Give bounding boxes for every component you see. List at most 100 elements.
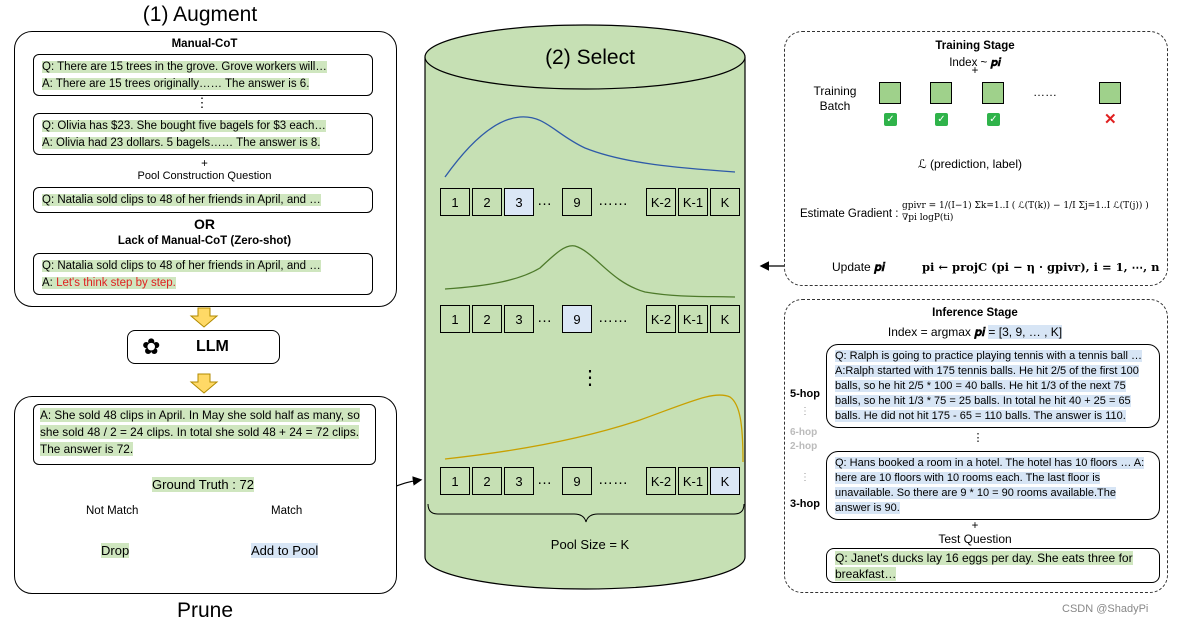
- pool-ellipsis-long: ……: [598, 309, 628, 326]
- example-1-answer: A: There are 15 trees originally…… The a…: [42, 78, 310, 90]
- pool-cell: 1: [440, 305, 470, 333]
- batch-label-line2: Batch: [819, 99, 851, 113]
- pool-size-label: Pool Size = K: [550, 537, 630, 552]
- loss-label: ℒ (prediction, label): [917, 157, 1023, 171]
- pool-ellipsis-long: ……: [598, 192, 628, 209]
- pool-construction-label: Pool Construction Question: [137, 170, 272, 182]
- match-label: Match: [271, 505, 303, 517]
- zero-shot-question: Q: Natalia sold clips to 48 of her frien…: [42, 260, 321, 272]
- drop-label: Drop: [101, 543, 130, 558]
- pool-ellipsis: …: [537, 309, 552, 326]
- pool-cell: 9: [562, 467, 592, 495]
- pool-cell: 2: [472, 305, 502, 333]
- check-icon: ✓: [884, 113, 897, 126]
- batch-item: [1099, 82, 1121, 104]
- distribution-curve-3: [444, 394, 744, 463]
- hop-label-2: 2-hop: [790, 441, 818, 452]
- batch-label-line1: Training: [813, 84, 857, 98]
- pool-ellipsis: …: [537, 471, 552, 488]
- pool-cell: K-1: [678, 188, 708, 216]
- pool-cell: 9: [562, 188, 592, 216]
- hop-vdots: ⋮: [800, 472, 810, 483]
- update-label-pi: 𝒑𝒊: [874, 260, 885, 274]
- test-question-text: Q: Janet's ducks lay 16 eggs per day. Sh…: [835, 551, 1133, 581]
- pool-cell: K: [710, 188, 740, 216]
- example-1-question: Q: There are 15 trees in the grove. Grov…: [42, 61, 327, 73]
- arrow-down-1: [189, 307, 219, 328]
- pool-cell: 2: [472, 188, 502, 216]
- inference-vdots: ⋮: [972, 432, 984, 444]
- batch-dots: ……: [1033, 85, 1057, 99]
- pool-cell: K-1: [678, 467, 708, 495]
- zero-shot-trigger: Let's think step by step.: [56, 277, 176, 289]
- check-icon: ✓: [987, 113, 1000, 126]
- llm-box: ✿ LLM: [127, 330, 280, 364]
- pool-cell: 3: [504, 305, 534, 333]
- pool-cell-selected: K: [710, 467, 740, 495]
- pool-cell: K-2: [646, 188, 676, 216]
- rows-vdots: ⋮: [580, 367, 600, 389]
- pool-cell: K-1: [678, 305, 708, 333]
- distribution-curve-1: [444, 116, 736, 178]
- zero-shot-answer-prefix: A:: [42, 277, 57, 289]
- inference-index-prefix: Index = argmax: [887, 325, 975, 339]
- manual-cot-title: Manual-CoT: [171, 38, 238, 50]
- inference-example-1: Q: Ralph is going to practice playing te…: [826, 344, 1160, 428]
- training-index-label: Index ~: [949, 57, 991, 69]
- ground-truth: Ground Truth : 72: [103, 477, 303, 492]
- pool-cell-selected: 3: [504, 188, 534, 216]
- watermark: CSDN @ShadyPi: [1062, 603, 1149, 615]
- training-panel: [784, 31, 1168, 286]
- training-index-pi: 𝒑𝒊: [990, 55, 1001, 69]
- cross-icon: ✕: [1104, 111, 1117, 128]
- zero-shot-title: Lack of Manual-CoT (Zero-shot): [117, 235, 292, 247]
- inference-example-2-text: Q: Hans booked a room in a hotel. The ho…: [835, 457, 1145, 514]
- pool-cell: K-2: [646, 305, 676, 333]
- example-2-question: Q: Olivia has $23. She bought five bagel…: [42, 120, 326, 132]
- gradient-formula: gpivr = 1/(I−1) Σk=1..I ( ℒ(T(k)) − 1/I …: [902, 201, 1149, 223]
- batch-item: [930, 82, 952, 104]
- inference-example-1-text: Q: Ralph is going to practice playing te…: [835, 350, 1142, 422]
- example-1: Q: There are 15 trees in the grove. Grov…: [33, 54, 373, 96]
- select-title: (2) Select: [545, 46, 635, 69]
- hop-vdots: ⋮: [800, 406, 810, 417]
- hop-label-6: 6-hop: [790, 427, 818, 438]
- ground-truth-text: Ground Truth : 72: [152, 477, 254, 492]
- drop-text: Drop: [101, 543, 130, 558]
- openai-icon: ✿: [142, 334, 161, 359]
- training-title: Training Stage: [935, 40, 1015, 52]
- pool-cell: 3: [504, 467, 534, 495]
- prune-title: Prune: [176, 599, 234, 622]
- update-formula: pi ← projC (pi − η · gpivr), i = 1, ⋯, n: [922, 260, 1160, 274]
- pool-cell: 2: [472, 467, 502, 495]
- augment-title: (1) Augment: [142, 3, 258, 26]
- pool-ellipsis-long: ……: [598, 471, 628, 488]
- example-2: Q: Olivia has $23. She bought five bagel…: [33, 113, 373, 155]
- llm-answer-box: A: She sold 48 clips in April. In May sh…: [33, 404, 376, 465]
- pool-cell: K-2: [646, 467, 676, 495]
- inference-index-pi: 𝒑𝒊: [974, 325, 986, 339]
- add-to-pool-label: Add to Pool: [251, 543, 319, 558]
- pool-cell-selected: 9: [562, 305, 592, 333]
- not-match-label: Not Match: [86, 505, 139, 517]
- pool-ellipsis: …: [537, 192, 552, 209]
- test-question-box: Q: Janet's ducks lay 16 eggs per day. Sh…: [826, 548, 1160, 583]
- plus-sign: +: [201, 158, 208, 170]
- example-2-answer: A: Olivia had 23 dollars. 5 bagels…… The…: [42, 137, 321, 149]
- zero-shot-answer: A: Let's think step by step.: [42, 277, 176, 289]
- add-to-pool-text: Add to Pool: [251, 543, 319, 558]
- gradient-label: Estimate Gradient :: [800, 208, 899, 220]
- arrow-down-2: [189, 373, 219, 394]
- inference-example-2: Q: Hans booked a room in a hotel. The ho…: [826, 451, 1160, 520]
- hop-label-3: 3-hop: [790, 498, 820, 510]
- update-label: Update 𝒑𝒊: [832, 260, 885, 275]
- update-label-text: Update: [832, 260, 875, 274]
- training-plus: +: [971, 65, 979, 77]
- test-question-label: Test Question: [938, 532, 1012, 546]
- llm-answer: A: She sold 48 clips in April. In May sh…: [40, 408, 360, 456]
- batch-item: [982, 82, 1004, 104]
- inference-title: Inference Stage: [932, 307, 1018, 319]
- zero-shot-box: Q: Natalia sold clips to 48 of her frien…: [33, 253, 373, 295]
- training-index: Index ~ 𝒑𝒊: [784, 55, 1166, 70]
